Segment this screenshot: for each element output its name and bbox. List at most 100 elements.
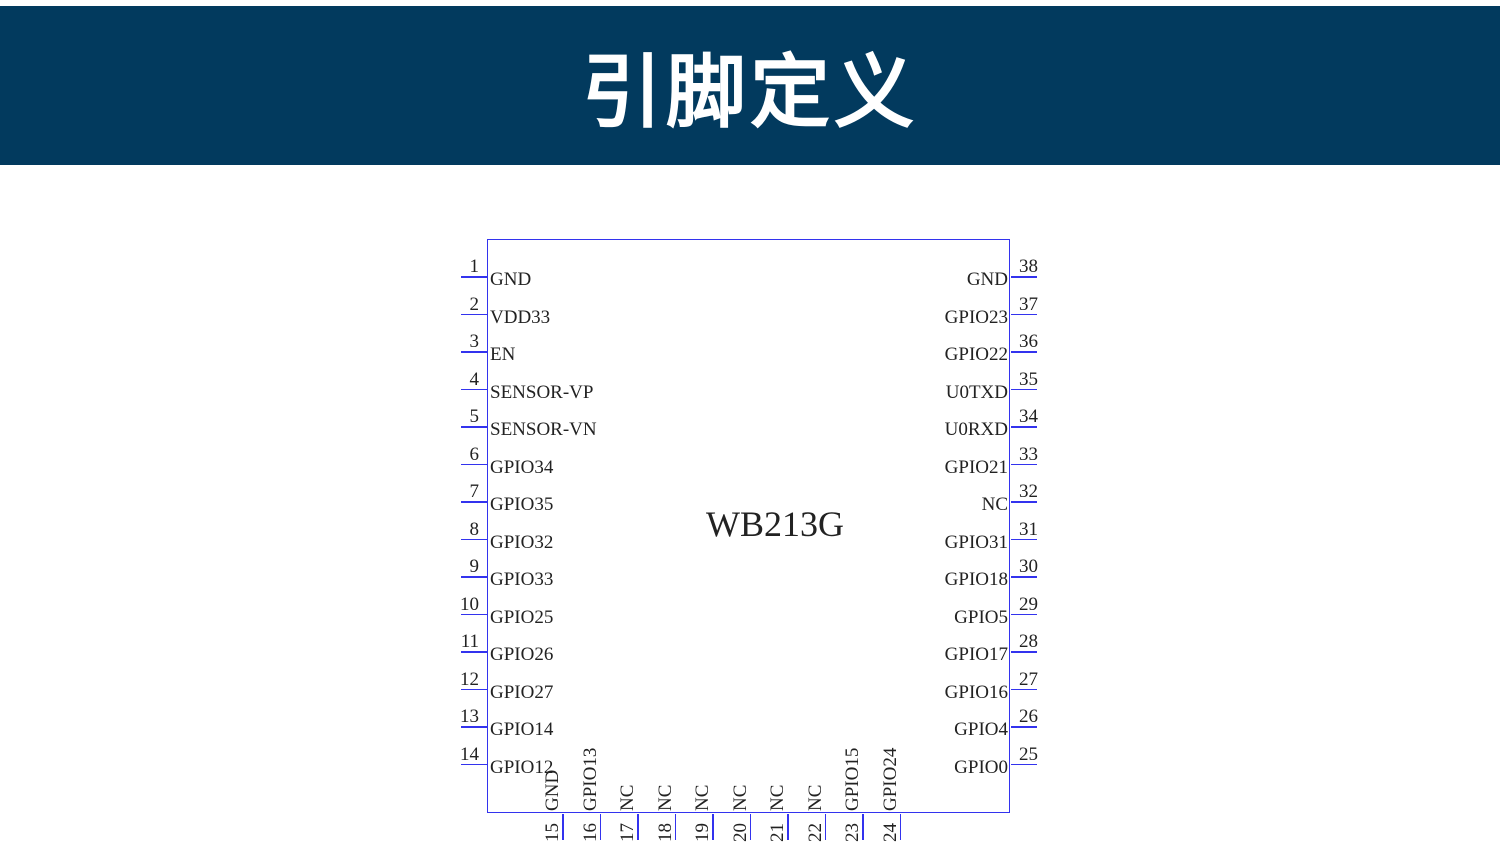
pin-label: GPIO31 xyxy=(944,531,1008,553)
pin-number: 5 xyxy=(469,406,480,427)
pin-number: 18 xyxy=(654,823,676,842)
pin-line xyxy=(1011,538,1037,540)
pin-number: 16 xyxy=(579,823,601,842)
pin-number: 15 xyxy=(542,823,563,842)
pin-number: 2 xyxy=(469,293,480,315)
pin-line xyxy=(599,814,601,840)
pin-label: NC xyxy=(692,784,713,811)
pin-number: 4 xyxy=(469,368,480,390)
pin-number: 38 xyxy=(1019,256,1038,277)
pin-line xyxy=(824,814,826,840)
pin-number: 6 xyxy=(469,443,480,465)
pin-number: 25 xyxy=(1019,743,1038,765)
pin-line xyxy=(1011,426,1037,428)
pin-label: GND xyxy=(490,269,532,290)
pin-line xyxy=(1011,313,1037,315)
pin-line xyxy=(461,538,487,540)
pin-label: NC xyxy=(729,784,751,811)
pin-number: 26 xyxy=(1019,706,1038,727)
pin-number: 1 xyxy=(469,256,480,277)
pin-label: SENSOR-VP xyxy=(490,381,594,403)
pin-number: 32 xyxy=(1019,481,1038,502)
pin-line xyxy=(1011,651,1037,653)
pin-number: 9 xyxy=(469,556,480,577)
pin-label: GPIO27 xyxy=(490,681,554,703)
pin-label: GPIO16 xyxy=(944,681,1008,703)
pin-number: 17 xyxy=(617,823,638,842)
pin-line xyxy=(461,613,487,615)
pin-line xyxy=(461,351,487,353)
pin-label: GPIO32 xyxy=(490,531,554,553)
pin-label: U0RXD xyxy=(944,419,1008,440)
pin-line xyxy=(1011,726,1037,728)
pin-label: NC xyxy=(767,784,788,811)
pin-label: GPIO15 xyxy=(842,747,863,811)
pin-number: 34 xyxy=(1019,406,1038,427)
pin-label: GPIO5 xyxy=(954,606,1008,628)
pin-label: NC xyxy=(654,784,676,811)
pin-label: GPIO24 xyxy=(879,747,901,811)
pin-line xyxy=(1011,463,1037,465)
pin-line xyxy=(461,388,487,390)
pin-line xyxy=(461,651,487,653)
pin-number: 37 xyxy=(1019,293,1038,315)
pin-label: GPIO14 xyxy=(490,719,554,740)
pin-number: 29 xyxy=(1019,593,1038,615)
pin-number: 35 xyxy=(1019,368,1038,390)
pin-label: SENSOR-VN xyxy=(490,419,597,440)
pin-label: GPIO26 xyxy=(490,644,554,665)
pin-number: 28 xyxy=(1019,631,1038,652)
pin-number: 12 xyxy=(460,668,479,690)
pin-line xyxy=(1011,388,1037,390)
pin-number: 20 xyxy=(729,823,751,842)
pin-number: 19 xyxy=(692,823,713,842)
pin-number: 31 xyxy=(1019,518,1038,540)
pin-line xyxy=(899,814,901,840)
page-title: 引脚定义 xyxy=(582,45,918,139)
pin-line xyxy=(562,814,564,840)
pin-label: GND xyxy=(542,769,563,811)
pin-label: GPIO4 xyxy=(954,719,1008,740)
pin-line xyxy=(461,763,487,765)
pin-label: GPIO13 xyxy=(579,747,601,811)
pin-number: 3 xyxy=(469,331,480,352)
pin-line xyxy=(1011,763,1037,765)
pin-label: GPIO17 xyxy=(944,644,1008,665)
pin-line xyxy=(1011,576,1037,578)
chip-outline xyxy=(487,239,1010,813)
pin-line xyxy=(461,426,487,428)
pin-label: U0TXD xyxy=(945,381,1008,403)
pin-label: GPIO25 xyxy=(490,606,554,628)
pin-label: NC xyxy=(981,494,1008,515)
pin-number: 36 xyxy=(1019,331,1038,352)
pin-label: NC xyxy=(617,784,638,811)
pin-line xyxy=(1011,688,1037,690)
chip-name: WB213G xyxy=(706,504,844,544)
pin-label: GPIO34 xyxy=(490,456,554,478)
pin-line xyxy=(1011,351,1037,353)
pin-label: GND xyxy=(966,269,1008,290)
pin-number: 13 xyxy=(460,706,479,727)
pin-label: GPIO18 xyxy=(944,569,1008,590)
pin-number: 22 xyxy=(804,823,826,842)
pin-line xyxy=(461,726,487,728)
pin-line xyxy=(461,276,487,278)
pin-label: GPIO22 xyxy=(944,344,1008,365)
pin-number: 21 xyxy=(767,823,788,842)
pin-number: 33 xyxy=(1019,443,1038,465)
pin-label: NC xyxy=(804,784,826,811)
pin-line xyxy=(461,463,487,465)
pin-label: GPIO0 xyxy=(954,756,1008,778)
pin-line xyxy=(1011,613,1037,615)
pin-label: GPIO21 xyxy=(944,456,1008,478)
pin-line xyxy=(862,814,864,840)
pin-number: 14 xyxy=(460,743,479,765)
pin-number: 24 xyxy=(879,823,901,842)
pin-line xyxy=(461,313,487,315)
pin-number: 8 xyxy=(469,518,480,540)
pin-label: GPIO35 xyxy=(490,494,554,515)
pin-line xyxy=(674,814,676,840)
pin-label: GPIO23 xyxy=(944,306,1008,328)
pin-number: 11 xyxy=(460,631,479,652)
pin-line xyxy=(1011,501,1037,503)
